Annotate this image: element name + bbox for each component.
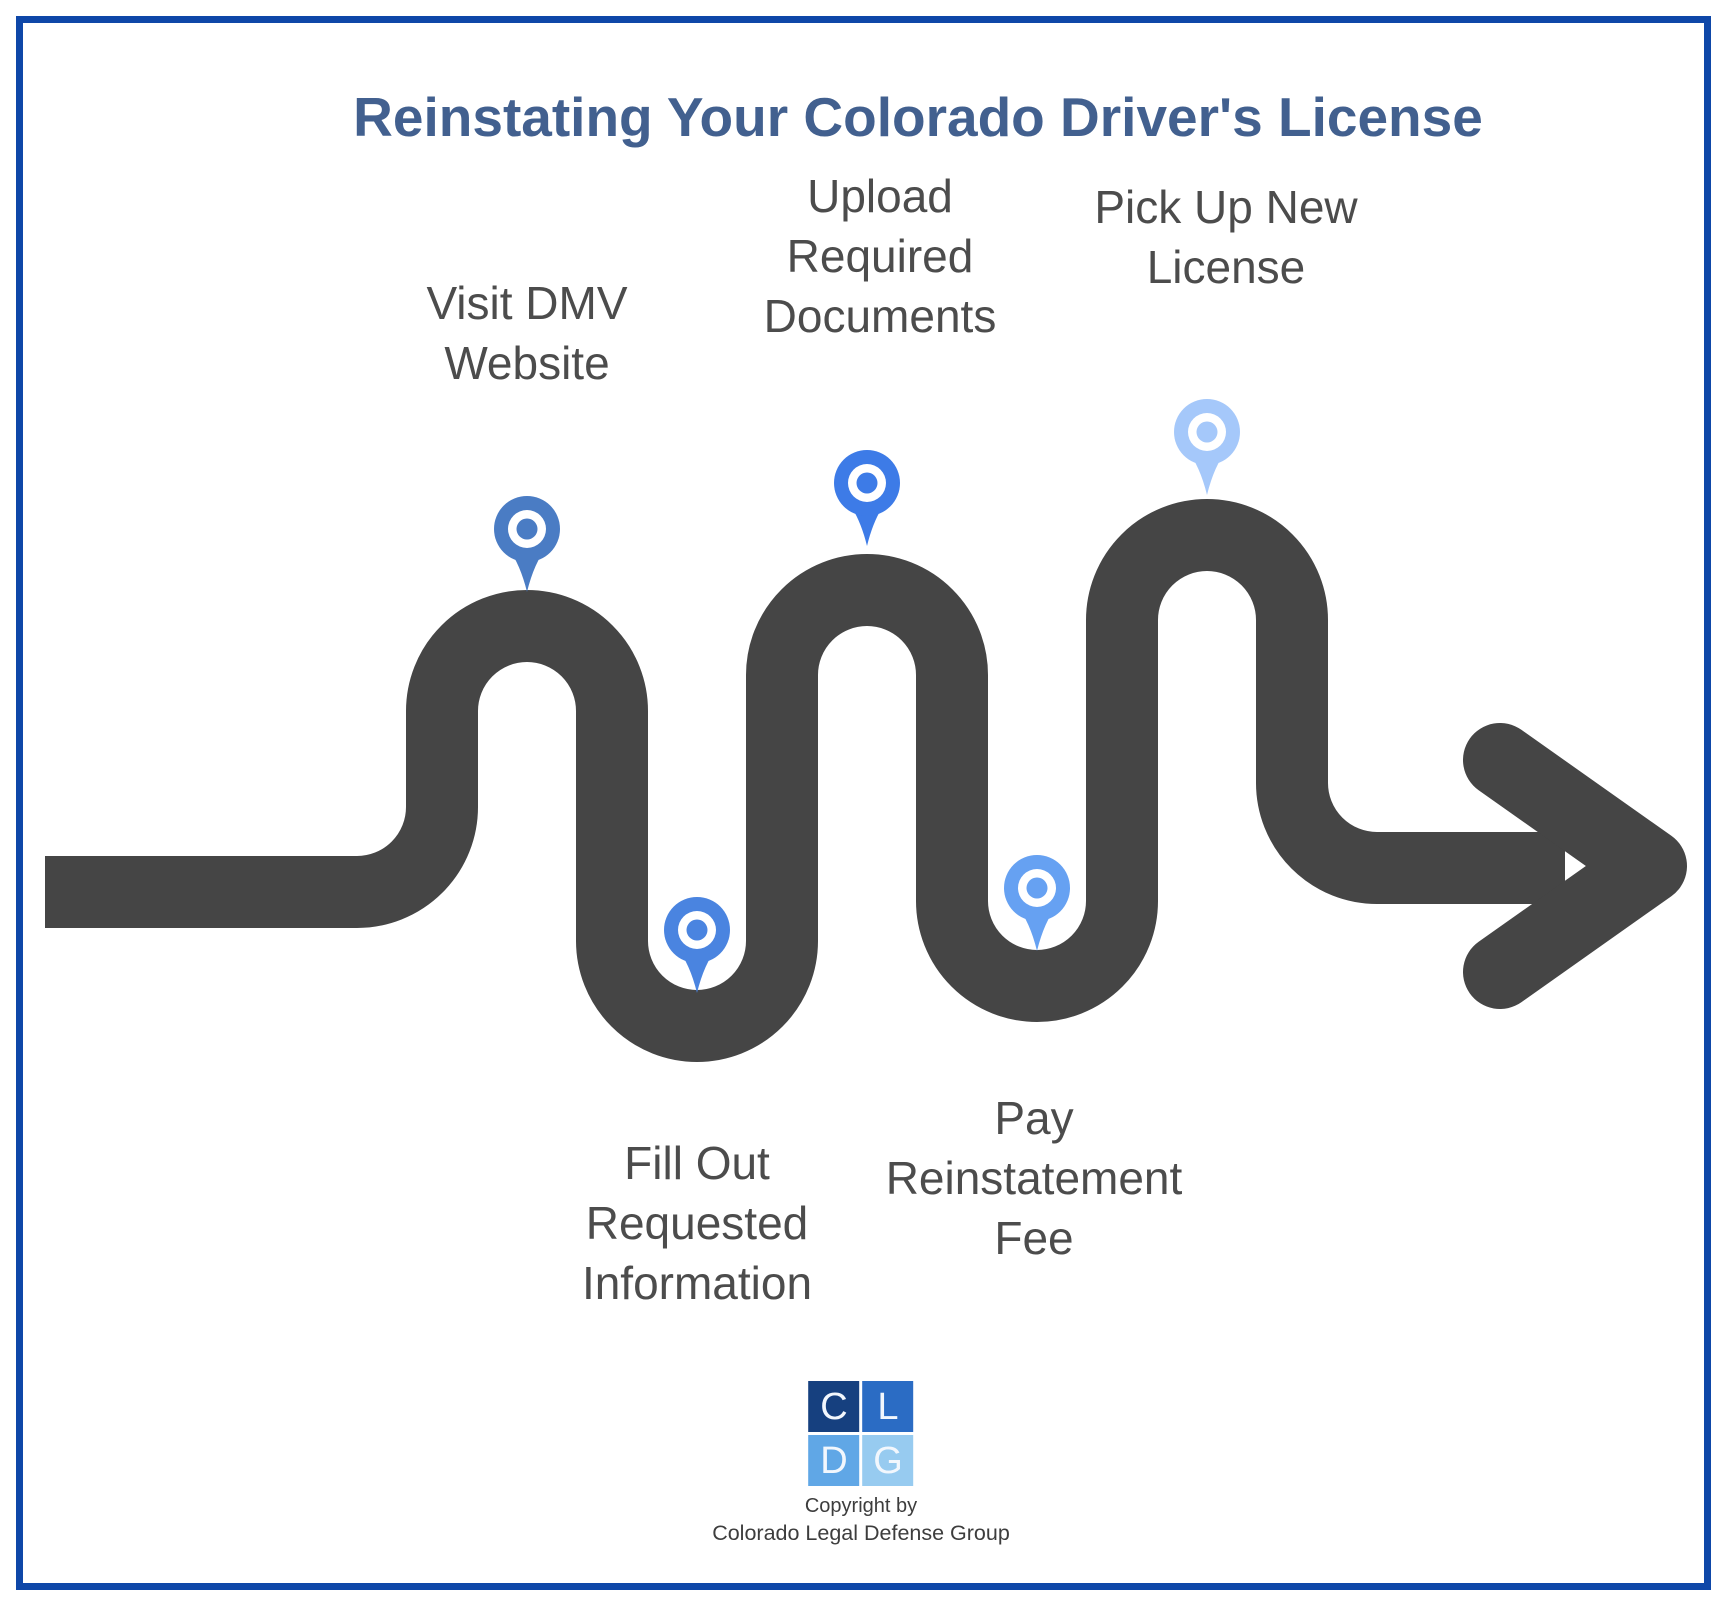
step-label-pick-up: Pick Up New License (1094, 181, 1358, 293)
page-title: Reinstating Your Colorado Driver's Licen… (353, 85, 1483, 148)
step-label-visit-dmv: Visit DMV Website (426, 277, 628, 389)
location-pin-upload (834, 450, 900, 546)
step-label-upload: Upload Required Documents (763, 170, 997, 342)
road-path (45, 499, 1565, 1062)
footer: C L D G Copyright by Colorado Legal Defe… (712, 1381, 1010, 1546)
location-pin-fill-out (664, 897, 730, 993)
arrow-head-icon (1463, 723, 1687, 1009)
copyright-line1: Copyright by (804, 1495, 918, 1517)
cldg-logo: C L D G (808, 1381, 914, 1486)
step-label-fill-out: Fill Out Requested Information (581, 1137, 813, 1309)
logo-cell-l: L (862, 1381, 914, 1432)
step-label-pay-fee: Pay Reinstatement Fee (885, 1092, 1183, 1264)
logo-cell-c: C (808, 1381, 860, 1432)
location-pin-visit-dmv (494, 496, 560, 592)
copyright-line2: Colorado Legal Defense Group (712, 1521, 1010, 1545)
logo-cell-d: D (808, 1435, 860, 1486)
location-pin-pay-fee (1004, 855, 1070, 951)
location-pin-pick-up (1174, 399, 1240, 495)
logo-cell-g: G (862, 1435, 914, 1486)
